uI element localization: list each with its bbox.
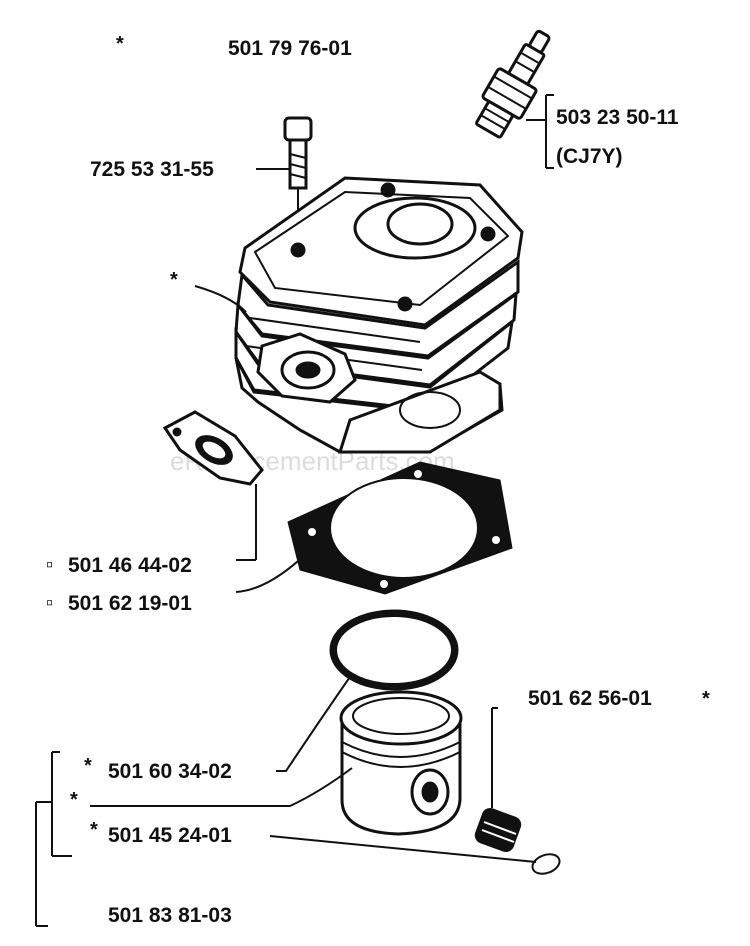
label-piston-assembly: 501 45 24-01 <box>108 824 232 847</box>
base-gasket-drawing <box>287 461 513 595</box>
label-spark-plug: 503 23 50-11 <box>556 106 679 129</box>
spark-plug-drawing <box>475 29 551 139</box>
label-piston-pin-bearing: 501 62 56-01 <box>528 687 652 710</box>
label-top-kit: 501 79 76-01 <box>228 37 352 60</box>
label-spark-plug-type: (CJ7Y) <box>556 145 623 168</box>
cylinder-drawing <box>234 176 524 454</box>
square-mark: ▫ <box>46 554 53 576</box>
asterisk-mark: * <box>170 269 178 291</box>
asterisk-mark: * <box>90 819 98 841</box>
leader-lines <box>35 94 554 927</box>
label-exhaust-gasket: 501 46 44-02 <box>68 554 192 577</box>
label-piston-ring: 501 60 34-02 <box>108 760 232 783</box>
square-mark: ▫ <box>46 592 53 614</box>
piston-ring-drawing <box>329 609 459 691</box>
circlip-drawing <box>531 853 561 875</box>
label-piston-kit: 501 83 81-03 <box>108 904 232 927</box>
asterisk-mark: * <box>702 688 710 710</box>
exhaust-gasket-drawing <box>162 410 264 486</box>
needle-bearing-drawing <box>474 807 522 853</box>
asterisk-mark: * <box>70 789 78 811</box>
piston-drawing <box>339 690 463 836</box>
asterisk-mark: * <box>84 755 92 777</box>
asterisk-mark: * <box>116 33 124 55</box>
label-base-gasket: 501 62 19-01 <box>68 592 192 615</box>
cylinder-bolt-drawing <box>283 116 313 236</box>
label-bolt: 725 53 31-55 <box>90 158 214 181</box>
